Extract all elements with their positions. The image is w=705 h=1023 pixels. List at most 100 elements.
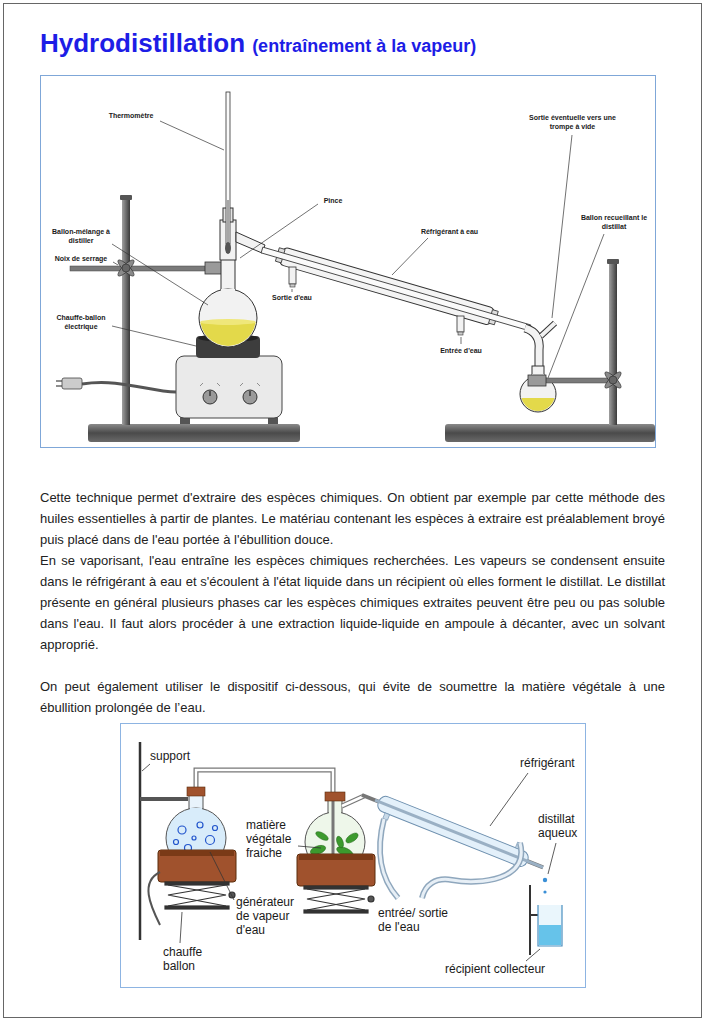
boss-head [116, 258, 136, 278]
power-cord [82, 383, 176, 392]
steam-generator [197, 822, 203, 828]
page-subtitle: (entraînement à la vapeur) [252, 36, 476, 57]
condenser [259, 241, 532, 336]
water-hose [422, 843, 521, 898]
part-label: Ballon recueillant le distillat [578, 213, 650, 231]
clamp-rod [70, 262, 223, 274]
part-label: Entrée d'eau [434, 346, 488, 355]
heating-mantle [209, 391, 210, 396]
body-paragraph: On peut également utiliser le dispositif… [40, 676, 665, 718]
heating-mantle [249, 391, 250, 396]
page-title: Hydrodistillation [40, 28, 245, 59]
part-label: support [150, 749, 200, 763]
leader-line [392, 238, 428, 275]
lab-jack [304, 910, 368, 913]
steam-generator [187, 787, 205, 796]
thermometer [228, 200, 229, 244]
collector-beaker [530, 885, 562, 955]
heating-mantle [297, 854, 375, 886]
leader-line [461, 337, 462, 344]
collector-beaker [529, 885, 531, 955]
plant-flask [329, 811, 341, 815]
leader-line [552, 135, 572, 318]
part-label: Pince [318, 196, 348, 205]
lab-jack [229, 892, 235, 898]
water-hose [422, 843, 521, 898]
plant-flask [314, 830, 329, 842]
support-rod [139, 742, 142, 940]
part-label: Thermomètre [100, 111, 162, 120]
lab-jack [368, 896, 374, 902]
receiving-flask [520, 366, 556, 414]
distillate-drop [543, 878, 547, 882]
right-stand [528, 375, 546, 386]
adapter [525, 328, 539, 372]
steam-generator [213, 826, 218, 831]
part-label: générateur de vapeur d'eau [236, 895, 304, 937]
boss-head [609, 376, 617, 384]
left-stand [88, 424, 300, 442]
water-port [457, 316, 464, 332]
leader-line [548, 234, 604, 378]
water-hose [380, 819, 398, 898]
steam-generator [178, 826, 186, 834]
collector-beaker [530, 914, 538, 916]
part-label: Sortie éventuelle vers une trompe à vide [525, 113, 620, 131]
water-hose [380, 819, 398, 898]
water-port [289, 267, 464, 335]
clamp-rod [70, 266, 220, 271]
boss-head [603, 370, 623, 390]
power-cord [148, 872, 160, 925]
still-head [236, 232, 265, 253]
leader-line [548, 843, 556, 874]
part-label: Ballon-mélange à distiller [50, 227, 112, 245]
right-stand [544, 378, 614, 383]
part-label: réfrigérant [520, 756, 582, 770]
water-port [290, 284, 295, 287]
collector-beaker [538, 905, 562, 946]
distilling-flask [199, 256, 257, 352]
part-label: matière végétale fraiche [246, 818, 304, 860]
power-cord [56, 385, 62, 386]
thermometer [226, 92, 230, 244]
distilling-flask [199, 289, 257, 347]
heating-mantle [158, 850, 236, 882]
steam-generator [192, 836, 196, 840]
lab-jack [304, 886, 368, 889]
distillate-drop [543, 890, 546, 893]
adapter [541, 323, 555, 336]
leader-line [180, 773, 556, 961]
water-port [458, 332, 463, 335]
support-rod [140, 797, 188, 801]
heating-mantle [176, 334, 282, 424]
distilling-flask [200, 319, 256, 325]
leader-line [160, 121, 224, 150]
part-label: Chauffe-ballon électrique [50, 313, 112, 331]
page-frame [4, 4, 702, 1018]
leader-line [180, 912, 182, 943]
steam-generator [189, 794, 203, 812]
adapter [525, 328, 539, 372]
leader-line [292, 289, 293, 292]
adapter [525, 323, 555, 372]
plant-flask [342, 796, 364, 806]
lab-jack [168, 885, 226, 906]
leader-line [113, 262, 118, 265]
boss-head [603, 370, 623, 390]
boss-head [116, 258, 136, 278]
part-label: Noix de serrage [50, 254, 112, 263]
boss-head [603, 370, 623, 390]
heating-mantle [299, 854, 373, 860]
leader-line [112, 326, 196, 346]
left-stand [88, 195, 300, 442]
heating-mantle [160, 850, 234, 856]
heating-mantle [200, 383, 260, 386]
distillate-drop [543, 878, 547, 894]
right-stand [609, 262, 617, 425]
leader-line [298, 846, 321, 848]
support-rod [142, 764, 150, 771]
distilling-flask [221, 256, 235, 292]
thermometer [225, 242, 231, 254]
power-cord [56, 378, 176, 392]
steam-generator [206, 836, 215, 845]
